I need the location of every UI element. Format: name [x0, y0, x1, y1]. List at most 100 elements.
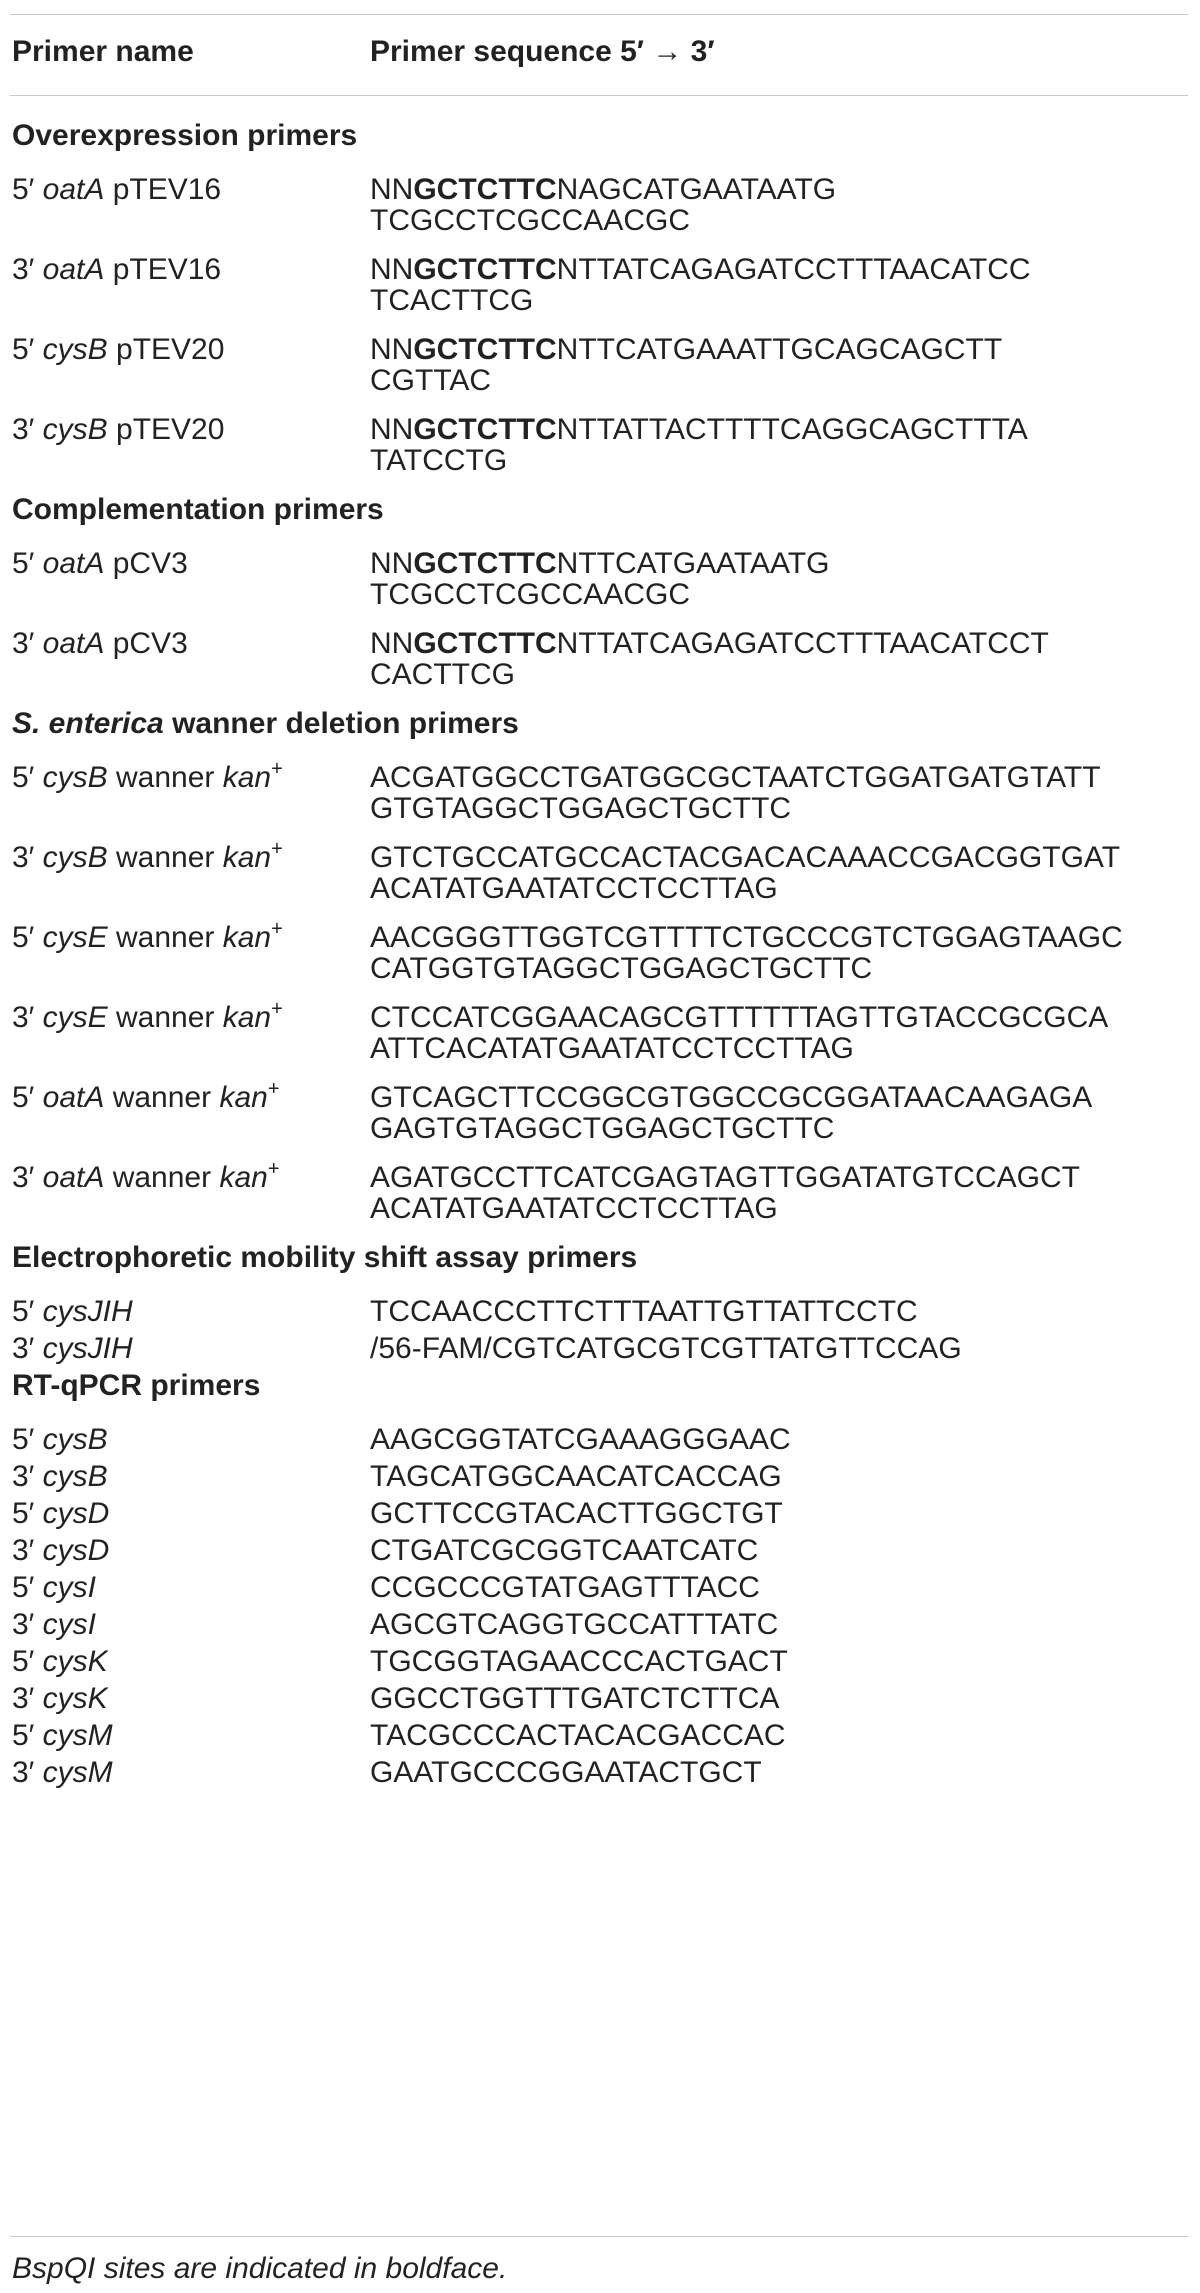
primer-sequence-continuation: TCGCCTCGCCAACGC — [370, 204, 690, 237]
primer-direction: 3′ — [12, 1756, 43, 1789]
primer-marker-sup: + — [271, 918, 283, 940]
primer-sequence: GGCCTGGTTTGATCTCTTCA — [370, 1677, 779, 1721]
primer-construct: wanner — [107, 1001, 223, 1034]
primer-name: 5′ cysJIH — [12, 1290, 133, 1334]
primer-name: 3′ cysI — [12, 1603, 96, 1647]
primer-sequence: TACGCCCACTACACGACCAC — [370, 1714, 786, 1758]
primer-sequence-continuation: ATTCACATATGAATATCCTCCTTAG — [370, 1032, 854, 1065]
primer-sequence-continuation: CGTTAC — [370, 364, 492, 397]
primer-construct: wanner — [107, 761, 223, 794]
primer-construct: wanner — [104, 1081, 220, 1114]
primer-marker: kan — [219, 1081, 268, 1114]
primer-marker: kan — [222, 1001, 272, 1034]
sequence-line-1: CTCCATCGGAACAGCGTTTTTTAGTTGTACCGCGCA — [370, 1001, 1109, 1034]
primer-construct: wanner — [107, 841, 223, 874]
section-title: Overexpression primers — [12, 114, 357, 158]
primer-gene: cysK — [42, 1682, 108, 1715]
sequence-line-1: GTCTGCCATGCCACTACGACACAAACCGACGGTGAT — [370, 841, 1121, 874]
primer-sequence: TCCAACCCTTCTTTAATTGTTATTCCTC — [370, 1290, 918, 1334]
primer-gene: cysD — [42, 1534, 110, 1567]
primer-gene: cysB — [42, 1460, 108, 1493]
primer-direction: 5′ — [12, 1081, 43, 1114]
primer-gene: cysM — [42, 1756, 113, 1789]
table-footnote: BspQI sites are indicated in boldface. — [12, 2252, 508, 2285]
primer-sequence: TAGCATGGCAACATCACCAG — [370, 1455, 782, 1499]
primer-name: 3′ cysD — [12, 1529, 109, 1573]
primer-sequence: NNGCTCTTCNTTATCAGAGATCCTTTAACATCC — [370, 248, 1031, 292]
primer-direction: 3′ — [12, 841, 43, 874]
primer-name: 3′ cysK — [12, 1677, 108, 1721]
primer-name: 3′ cysB wanner kan+ — [12, 836, 283, 880]
header-primer-sequence: Primer sequence 5′ → 3′ — [370, 35, 715, 68]
primer-sequence: AGCGTCAGGTGCCATTTATC — [370, 1603, 778, 1647]
primer-sequence: ACGATGGCCTGATGGCGCTAATCTGGATGATGTATT — [370, 756, 1101, 800]
primer-name: 3′ cysE wanner kan+ — [12, 996, 283, 1040]
primer-name: 3′ cysB pTEV20 — [12, 408, 224, 452]
sequence-line-1: CCGCCCGTATGAGTTTACC — [370, 1571, 760, 1604]
section-title-text: RT-qPCR primers — [12, 1369, 261, 1402]
sequence-line-1: TGCGGTAGAACCCACTGACT — [370, 1645, 788, 1678]
sequence-line-1: TCCAACCCTTCTTTAATTGTTATTCCTC — [370, 1295, 918, 1328]
primer-name: 5′ cysI — [12, 1566, 96, 1610]
sequence-line-1: AGCGTCAGGTGCCATTTATC — [370, 1608, 779, 1641]
primer-gene: cysE — [42, 921, 108, 954]
primer-sequence: CCGCCCGTATGAGTTTACC — [370, 1566, 760, 1610]
primer-name: 3′ cysB — [12, 1455, 108, 1499]
primer-sequence-continuation: GAGTGTAGGCTGGAGCTGCTTC — [370, 1112, 835, 1145]
primer-direction: 3′ — [12, 253, 43, 286]
primer-marker: kan — [222, 921, 272, 954]
sequence-line-1: GTCAGCTTCCGGCGTGGCCGCGGATAACAAGAGA — [370, 1081, 1093, 1114]
primer-gene: cysM — [42, 1719, 113, 1752]
primer-gene: oatA — [42, 627, 105, 660]
primer-marker-sup: + — [271, 758, 283, 780]
bspqi-site: GCTCTTC — [413, 173, 557, 206]
primer-name: 3′ oatA pCV3 — [12, 622, 188, 666]
primer-direction: 3′ — [12, 1608, 43, 1641]
primer-direction: 3′ — [12, 1001, 43, 1034]
primer-direction: 5′ — [12, 333, 43, 366]
section-title-text: Complementation primers — [12, 493, 384, 526]
sequence-line-1: ACGATGGCCTGATGGCGCTAATCTGGATGATGTATT — [370, 761, 1101, 794]
bspqi-site: GCTCTTC — [413, 333, 557, 366]
primer-name: 5′ cysB wanner kan+ — [12, 756, 283, 800]
primer-gene: cysB — [42, 333, 108, 366]
sequence-line-1: NTTCATGAATAATG — [556, 547, 830, 580]
sequence-line-1: /56-FAM/CGTCATGCGTCGTTATGTTCCAG — [370, 1332, 962, 1365]
primer-direction: 3′ — [12, 1534, 43, 1567]
primer-sequence: GTCTGCCATGCCACTACGACACAAACCGACGGTGAT — [370, 836, 1120, 880]
section-title-text: Electrophoretic mobility shift assay pri… — [12, 1241, 638, 1274]
primer-name: 5′ oatA pCV3 — [12, 542, 188, 586]
primer-gene: cysI — [42, 1608, 96, 1641]
primer-sequence-continuation: CACTTCG — [370, 658, 515, 691]
sequence-prefix: NN — [370, 547, 414, 580]
primer-marker-sup: + — [271, 998, 283, 1020]
sequence-prefix: NN — [370, 627, 414, 660]
sequence-line-1: NTTATCAGAGATCCTTTAACATCCT — [556, 627, 1049, 660]
primer-gene: cysK — [42, 1645, 108, 1678]
primer-direction: 3′ — [12, 1332, 43, 1365]
sequence-line-1: NTTATTACTTTTCAGGCAGCTTTA — [556, 413, 1028, 446]
bspqi-site: GCTCTTC — [413, 547, 557, 580]
sequence-line-1: GCTTCCGTACACTTGGCTGT — [370, 1497, 783, 1530]
primer-name: 5′ cysD — [12, 1492, 109, 1536]
primer-sequence-continuation: ACATATGAATATCCTCCTTAG — [370, 872, 778, 905]
primer-sequence-continuation: TCGCCTCGCCAACGC — [370, 578, 690, 611]
primer-sequence: TGCGGTAGAACCCACTGACT — [370, 1640, 788, 1684]
primer-sequence: CTGATCGCGGTCAATCATC — [370, 1529, 758, 1573]
primer-direction: 5′ — [12, 1571, 43, 1604]
section-title: RT-qPCR primers — [12, 1364, 260, 1408]
sequence-line-1: AAGCGGTATCGAAAGGGAAC — [370, 1423, 791, 1456]
primer-direction: 3′ — [12, 1682, 43, 1715]
header-primer-name: Primer name — [12, 35, 194, 68]
primer-sequence-continuation: TCACTTCG — [370, 284, 534, 317]
primer-name: 3′ cysJIH — [12, 1327, 133, 1371]
primer-sequence-continuation: TATCCTG — [370, 444, 508, 477]
primer-sequence: AGATGCCTTCATCGAGTAGTTGGATATGTCCAGCT — [370, 1156, 1080, 1200]
primer-name: 5′ oatA pTEV16 — [12, 168, 221, 212]
primer-sequence: GCTTCCGTACACTTGGCTGT — [370, 1492, 783, 1536]
primer-direction: 3′ — [12, 413, 43, 446]
primer-gene: cysB — [42, 1423, 108, 1456]
primer-marker: kan — [219, 1161, 268, 1194]
primer-direction: 5′ — [12, 1423, 43, 1456]
primer-sequence: AACGGGTTGGTCGTTTTCTGCCCGTCTGGAGTAAGC — [370, 916, 1123, 960]
